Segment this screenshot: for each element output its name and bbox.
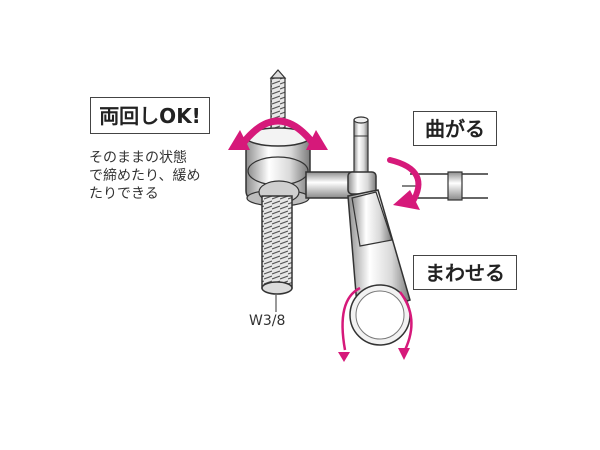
horizontal-shaft (402, 171, 488, 201)
both-ways-label: 両回しOK! (90, 97, 210, 134)
threaded-rod-bottom (261, 195, 293, 312)
description-line-2: で締めたり、緩め (89, 168, 201, 184)
description-text: そのままの状態 で締めたり、緩め たりできる (89, 149, 200, 203)
bend-arrow-icon (387, 157, 422, 210)
description-line-3: たりできる (89, 186, 159, 202)
threaded-rod-top (269, 69, 287, 143)
rotation-arrow-icon (228, 117, 328, 150)
turn-arrow-icon (338, 286, 413, 362)
turn-label: まわせる (413, 255, 517, 290)
handle-top-rod (353, 116, 369, 177)
bend-label: 曲がる (413, 111, 497, 146)
handle-grip (347, 189, 411, 346)
description-line-1: そのままの状態 (89, 150, 187, 166)
thread-size-label: W3/8 (249, 313, 286, 329)
ratchet-head (245, 127, 311, 207)
